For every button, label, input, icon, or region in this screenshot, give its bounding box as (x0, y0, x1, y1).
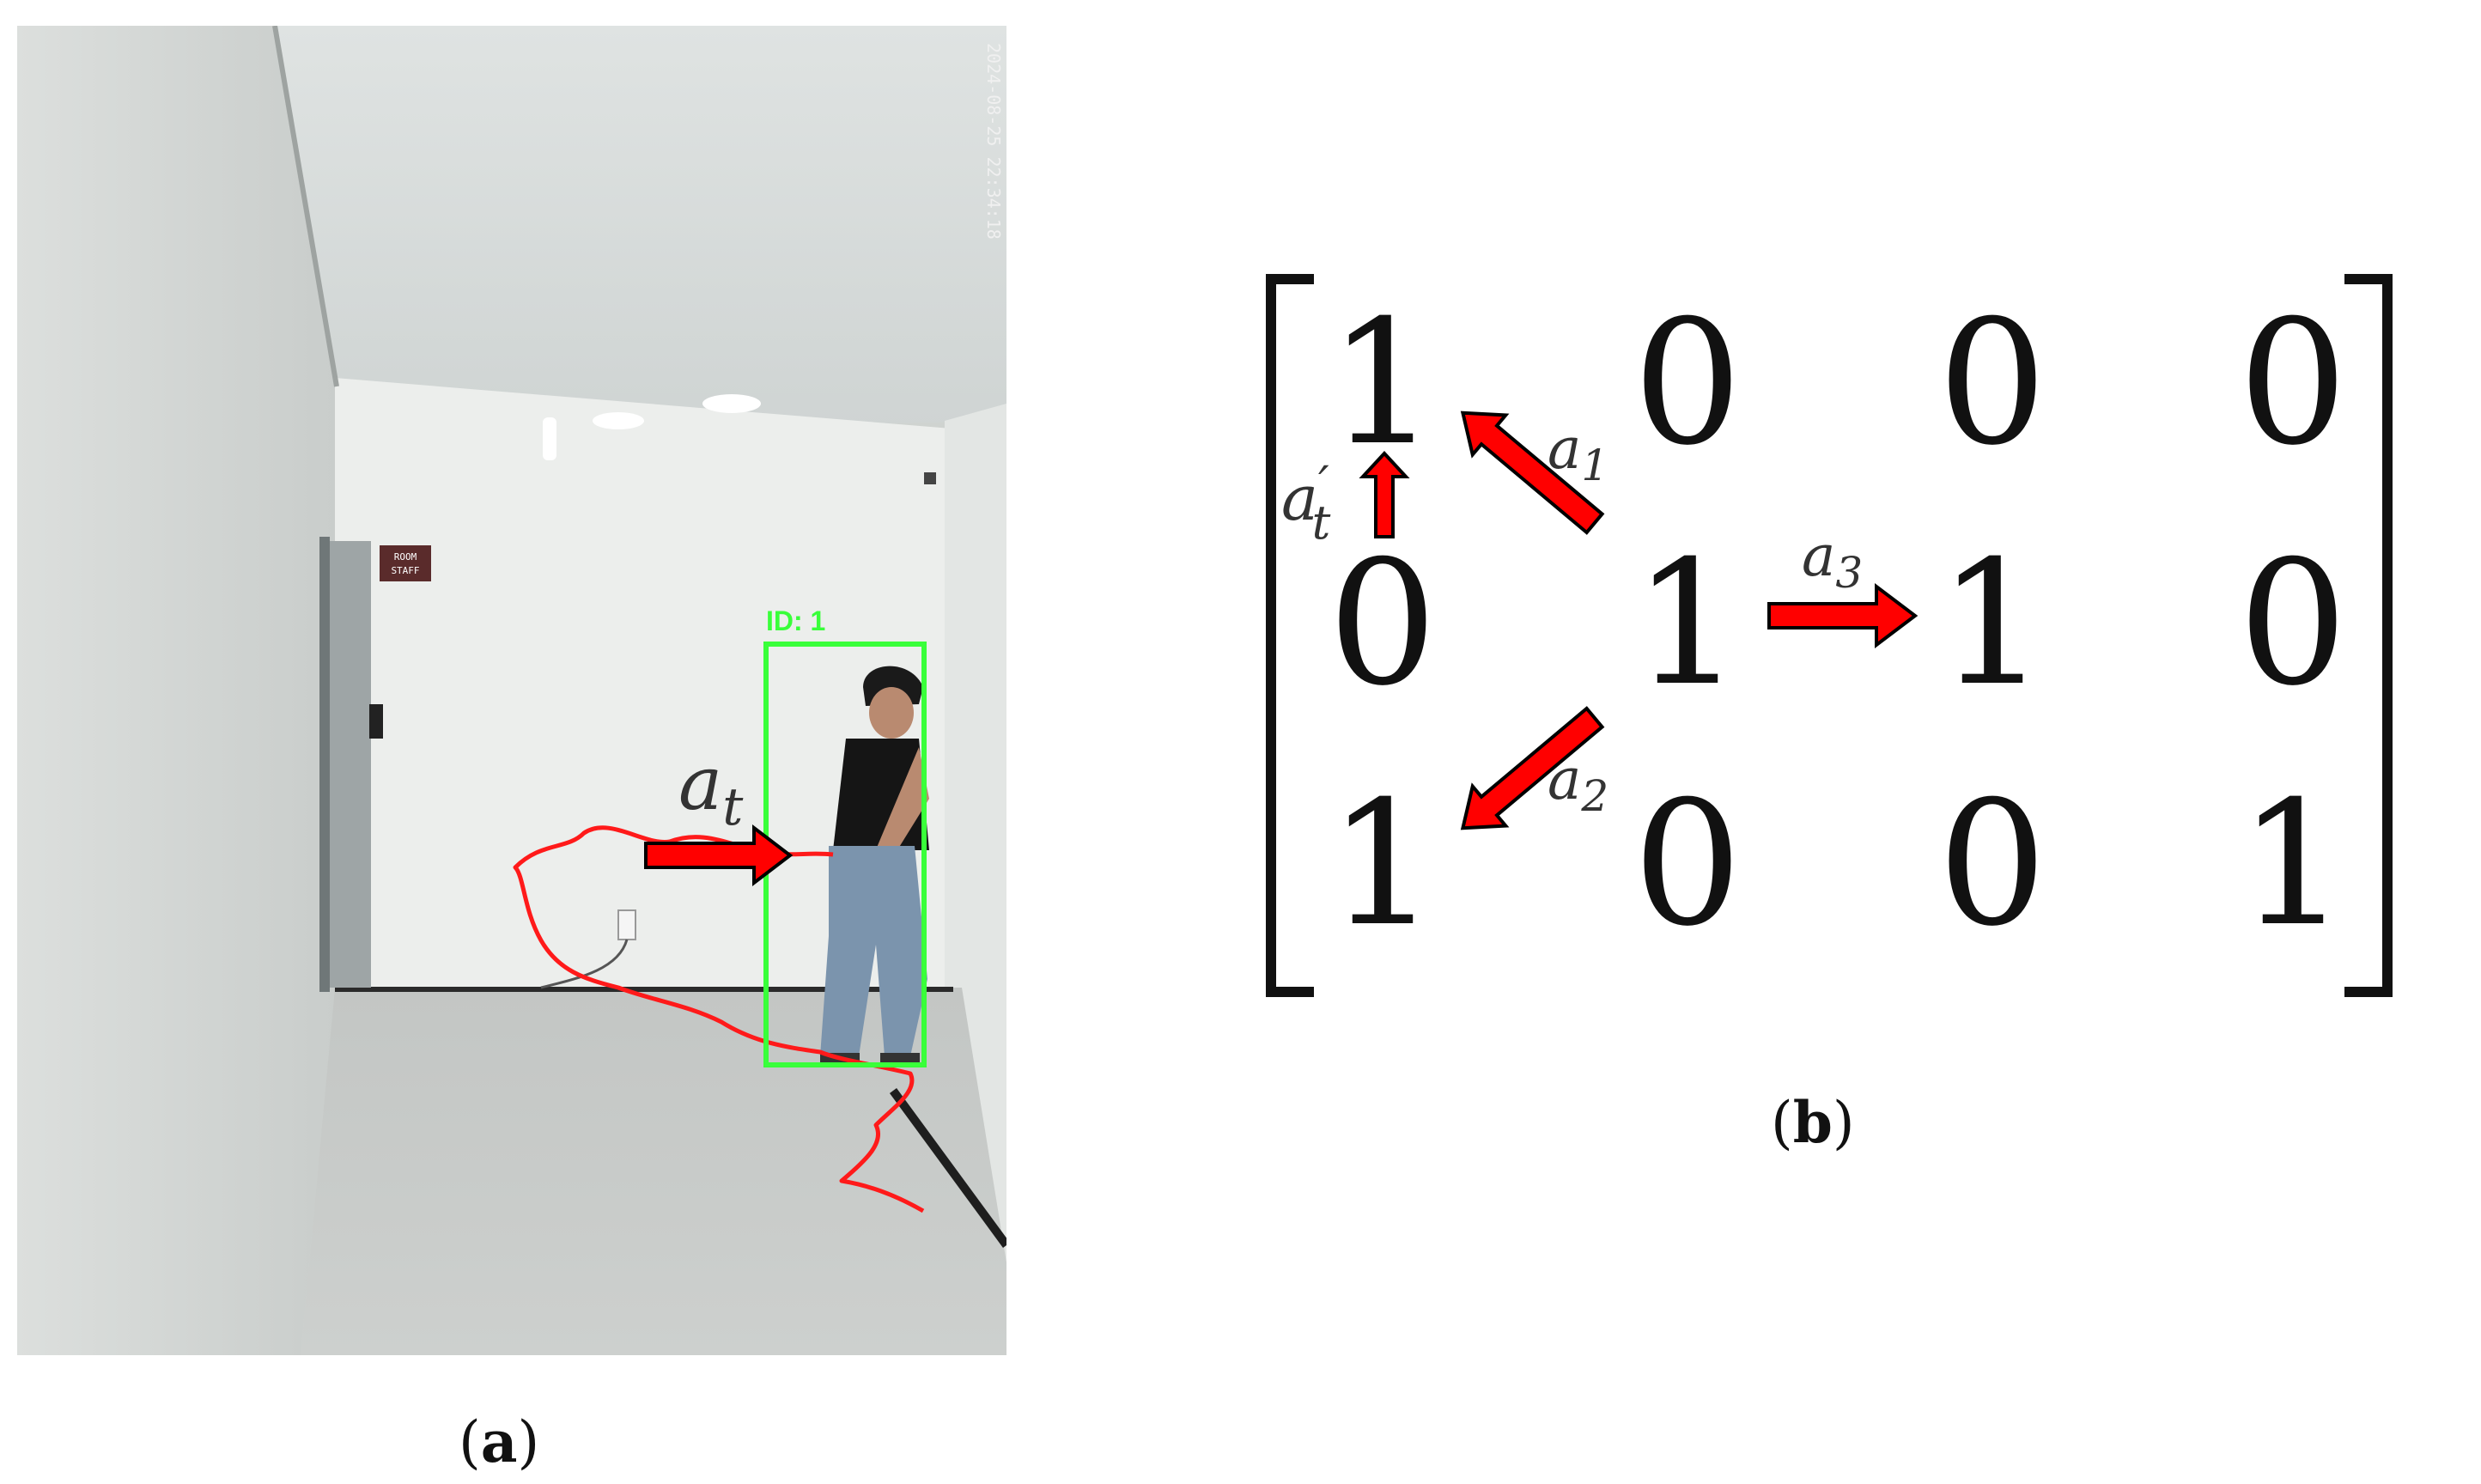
track-id-label: ID: 1 (766, 605, 825, 636)
label-a3-sub: 3 (1835, 548, 1863, 598)
action-label-at-sub: t (722, 777, 744, 837)
ceiling-light (593, 412, 644, 429)
label-at-prime-mark: ′ (1318, 457, 1329, 513)
action-label-at-base: a (678, 741, 722, 827)
matrix-cell-r0c3: 0 (2238, 283, 2347, 484)
wall-outlet (617, 909, 636, 940)
label-at-prime-base: a (1281, 462, 1318, 534)
label-a2: a2 (1548, 746, 1608, 821)
matrix-cell-r0c1: 0 (1633, 283, 1742, 484)
camera-scene: ROOM STAFF ID: 1 at 202 (17, 26, 1006, 1355)
matrix-cell-r2c3: 1 (2238, 764, 2347, 964)
wall-corner (272, 26, 339, 387)
arrow-a3 (1767, 582, 1919, 649)
matrix-diagram: 1 0 0 0 0 1 1 0 1 0 0 1 a′t a1 a2 (1266, 274, 2393, 997)
door-frame (319, 537, 330, 992)
ceiling-light (543, 417, 556, 460)
caption-a: (a) (459, 1408, 540, 1475)
door (328, 541, 371, 988)
label-at-prime: a′t (1281, 457, 1331, 550)
label-a1-base: a (1548, 416, 1581, 482)
label-a2-base: a (1548, 746, 1581, 812)
person-shoe (880, 1053, 920, 1065)
outlet-cable (540, 939, 629, 989)
label-a1: a1 (1548, 416, 1608, 490)
ceiling (275, 26, 1006, 429)
caption-b: (b) (1771, 1089, 1855, 1156)
wall-sign-line1: ROOM (394, 551, 417, 563)
label-a3-base: a (1802, 523, 1835, 589)
matrix-cell-r0c2: 0 (1937, 283, 2046, 484)
camera-frame: ROOM STAFF ID: 1 at 202 (17, 26, 1006, 1355)
matrix-cell-r2c0: 1 (1328, 764, 1437, 964)
person-jeans (820, 846, 927, 1056)
left-wall (17, 26, 335, 1355)
label-at-prime-sub: t (1312, 496, 1331, 550)
wall-camera-icon (924, 472, 936, 484)
label-a1-sub: 1 (1581, 441, 1608, 490)
person-face (869, 687, 914, 739)
camera-timestamp: 2024-08-25 22:34:18 (983, 43, 1004, 240)
arrow-a1-shape (1460, 411, 1605, 535)
matrix-right-bracket (2344, 274, 2393, 997)
floor (301, 988, 1006, 1355)
door-access-reader (369, 704, 383, 739)
wall-sign (380, 545, 431, 581)
back-wall (335, 378, 962, 988)
matrix-left-bracket (1266, 274, 1314, 997)
matrix-cell-r1c1: 1 (1633, 524, 1742, 724)
caption-b-letter: b (1792, 1089, 1833, 1156)
label-a2-sub: 2 (1580, 771, 1608, 821)
arrow-a1 (1460, 411, 1605, 535)
matrix-cell-r1c0: 0 (1328, 524, 1437, 724)
arrow-at-prime (1359, 451, 1410, 538)
person (820, 666, 929, 1065)
matrix-cell-r0c0: 1 (1328, 283, 1437, 484)
caption-a-letter: a (480, 1408, 518, 1475)
action-arrow-at (644, 824, 794, 887)
right-baseboard (889, 1088, 1006, 1248)
label-a3: a3 (1802, 523, 1863, 598)
matrix-cell-r2c1: 0 (1633, 764, 1742, 964)
matrix-panel: 1 0 0 0 0 1 1 0 1 0 0 1 a′t a1 a2 (1237, 258, 2473, 1031)
ceiling-light (702, 394, 761, 413)
arrow-a2-shape (1460, 706, 1605, 830)
arrow-a2 (1460, 706, 1605, 830)
wall-sign-line2: STAFF (391, 565, 419, 576)
action-label-at: at (678, 741, 744, 837)
matrix-cell-r2c2: 0 (1937, 764, 2046, 964)
matrix-cell-r1c2: 1 (1937, 524, 2046, 724)
matrix-cell-r1c3: 0 (2238, 524, 2347, 724)
